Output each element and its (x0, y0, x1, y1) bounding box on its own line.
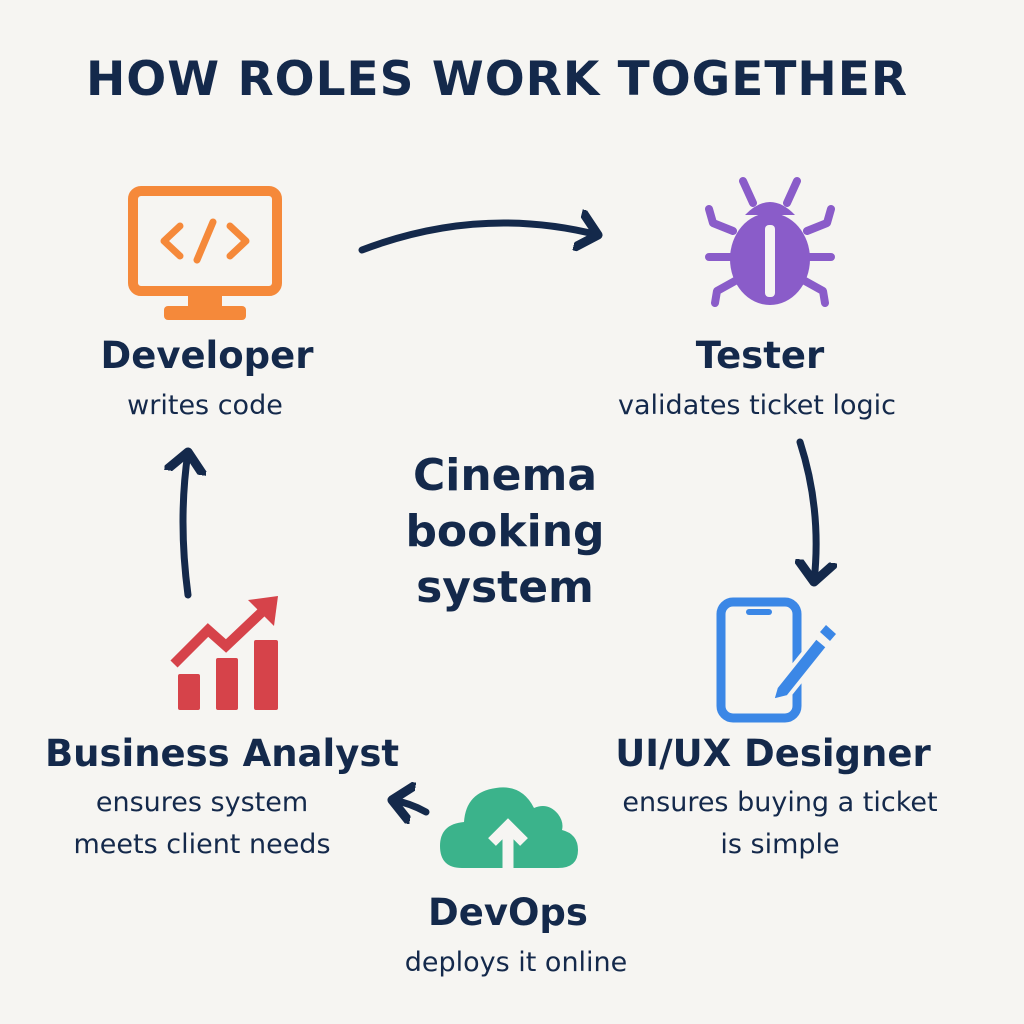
role-tester-desc: validates ticket logic (618, 390, 896, 421)
arrow-tester-to-designer (800, 438, 816, 582)
cloud-upload-icon (440, 787, 578, 868)
central-system-label: Cinema booking system (405, 448, 604, 616)
hub-line: Cinema (412, 450, 598, 501)
arrow-devops-to-analyst (392, 800, 430, 812)
role-tester-name: Tester (695, 334, 825, 377)
desc-line: ensures buying a ticket (622, 787, 938, 818)
role-devops-desc: deploys it online (404, 947, 628, 978)
monitor-code-icon (128, 186, 282, 320)
desc-line: is simple (720, 829, 840, 860)
diagram-title: HOW ROLES WORK TOGETHER (85, 52, 909, 107)
phone-pencil-icon (716, 597, 836, 723)
role-devops-name: DevOps (428, 891, 588, 934)
role-analyst-name: Business Analyst (44, 732, 400, 775)
desc-line: ensures system (95, 787, 309, 818)
hub-line: system (416, 562, 594, 613)
growth-chart-icon (170, 596, 278, 710)
arrow-developer-to-tester (358, 223, 598, 254)
desc-line: meets client needs (73, 829, 331, 860)
arrow-analyst-to-developer (183, 452, 188, 599)
role-developer-name: Developer (100, 334, 314, 377)
hub-line: booking (405, 506, 605, 557)
role-designer-name: UI/UX Designer (615, 732, 931, 775)
role-analyst-desc: ensures system meets client needs (73, 782, 330, 866)
role-designer-desc: ensures buying a ticket is simple (622, 782, 937, 866)
bug-icon (705, 177, 835, 307)
role-developer-desc: writes code (127, 390, 283, 421)
